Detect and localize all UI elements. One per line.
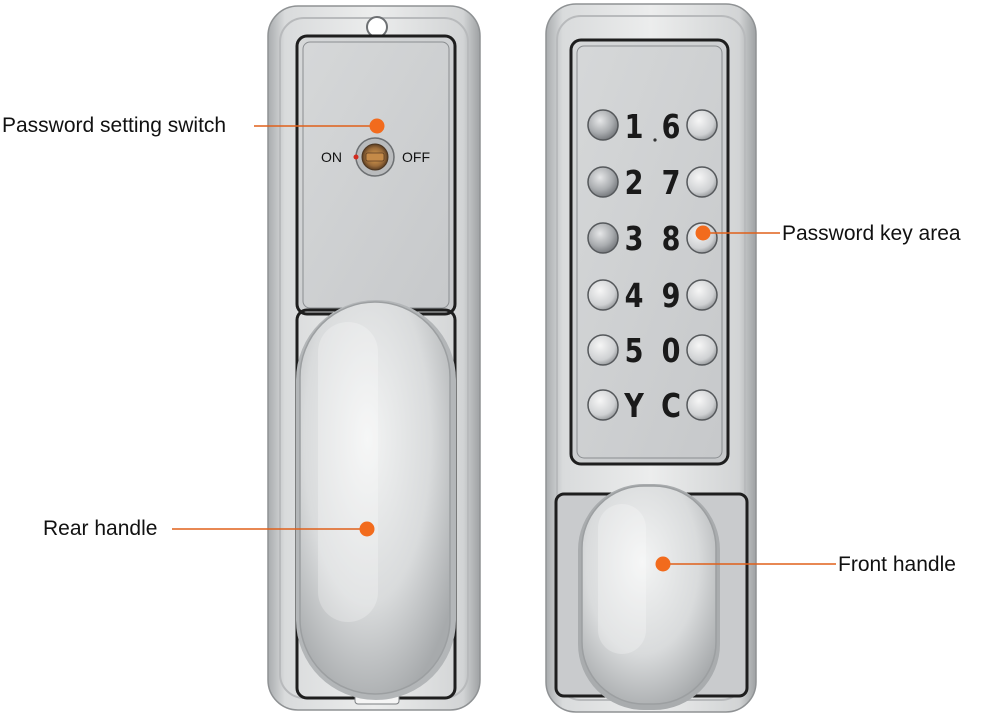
keypad-buttons — [587, 109, 718, 421]
key-label: 0 — [661, 331, 681, 370]
key-label: 5 — [624, 331, 644, 370]
rear-handle-label: Rear handle — [43, 517, 158, 540]
key-label: 1 — [624, 107, 644, 146]
callout-key-area — [695, 225, 780, 241]
switch-on-label: ON — [321, 149, 342, 165]
callout-marker — [655, 556, 671, 572]
front-handle-label: Front handle — [838, 553, 956, 576]
key-label: C — [661, 386, 681, 425]
callout-marker — [695, 225, 711, 241]
password-switch-icon — [353, 137, 395, 177]
key-label: 8 — [661, 219, 681, 258]
rear-plate — [267, 5, 481, 711]
front-handle-shape — [578, 484, 720, 710]
key-label: 9 — [661, 276, 681, 315]
key-label: 2 — [624, 163, 644, 202]
key-label: 7 — [661, 163, 681, 202]
callout-marker — [359, 521, 375, 537]
switch-off-label: OFF — [402, 149, 430, 165]
key-label: 4 — [624, 276, 644, 315]
front-plate — [545, 3, 757, 713]
key-label: 6 — [661, 107, 681, 146]
callout-rear-handle — [172, 521, 375, 537]
key-label: Y — [624, 386, 644, 425]
callout-switch — [254, 118, 385, 134]
rear-handle-shape — [296, 300, 456, 700]
callout-marker — [369, 118, 385, 134]
password-key-area-label: Password key area — [782, 222, 961, 245]
callout-front-handle — [655, 556, 836, 572]
password-setting-switch-label: Password setting switch — [2, 114, 227, 137]
key-label: 3 — [624, 219, 644, 258]
